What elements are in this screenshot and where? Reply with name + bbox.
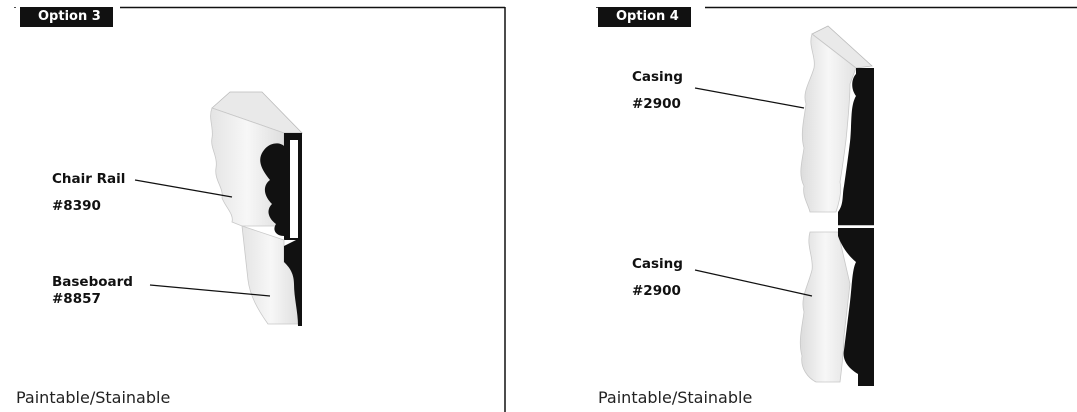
- casing-bottom-name: Casing: [632, 256, 683, 272]
- chair-rail-name: Chair Rail: [52, 171, 126, 187]
- casing-top-number: #2900: [632, 96, 681, 112]
- chair-rail-baseboard-illustration: [134, 91, 303, 326]
- option-4-frame: [596, 6, 1077, 9]
- baseboard-number: #8857: [52, 291, 101, 307]
- option-3-footer: Paintable/Stainable: [16, 388, 171, 407]
- option-3-tab: Option 3: [20, 7, 113, 27]
- option-3-frame: [14, 6, 506, 412]
- baseboard-name: Baseboard: [52, 274, 133, 290]
- option-3-panel: Option 3 Chair Rail #8390 Baseboard #885…: [14, 6, 506, 412]
- casing-top-name: Casing: [632, 69, 683, 85]
- casing-bottom-number: #2900: [632, 283, 681, 299]
- casing-illustration: [694, 25, 874, 386]
- chair-rail-number: #8390: [52, 198, 101, 214]
- option-4-panel: Option 4 Casing #2900 Casing #2900 Paint…: [540, 0, 1077, 412]
- option-4-footer: Paintable/Stainable: [598, 388, 753, 407]
- option-4-tab: Option 4: [598, 7, 691, 27]
